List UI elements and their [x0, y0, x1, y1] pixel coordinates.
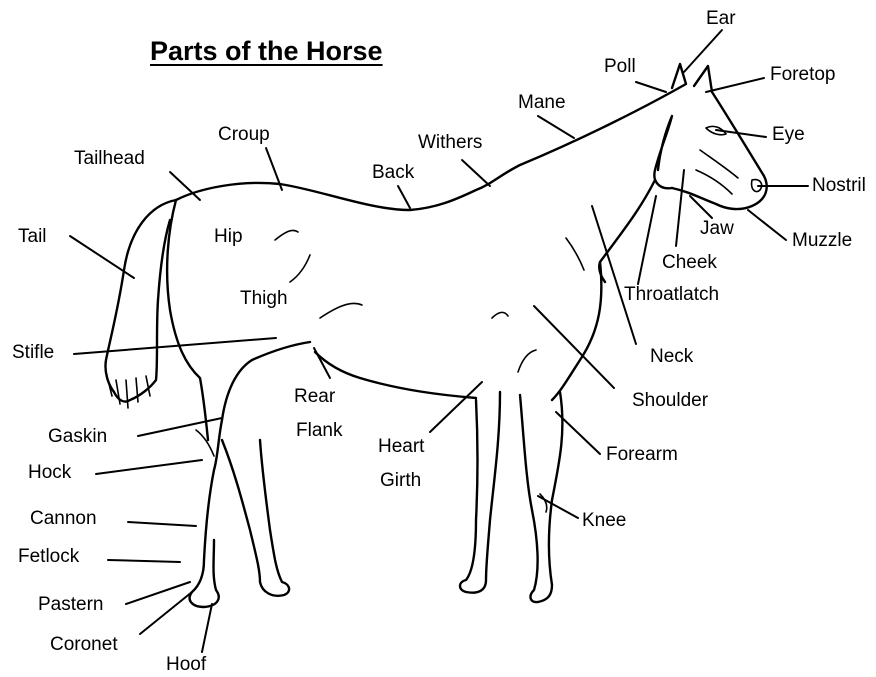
label-heart: Heart — [378, 436, 424, 458]
horse-detail-hip — [275, 230, 298, 240]
leader-shoulder — [534, 306, 614, 388]
leader-gaskin — [138, 418, 222, 436]
horse-throat — [599, 180, 655, 282]
leader-eye — [716, 130, 766, 137]
leader-coronet — [140, 592, 192, 634]
horse-hind-leg-near — [190, 342, 310, 607]
label-foretop: Foretop — [770, 64, 835, 86]
horse-front-leg-far — [460, 392, 500, 593]
label-flank: Flank — [296, 420, 342, 442]
horse-face — [672, 92, 767, 209]
leader-cheek — [676, 170, 684, 246]
label-withers: Withers — [418, 132, 482, 154]
label-cannon: Cannon — [30, 508, 97, 530]
horse-detail-forearm — [518, 350, 536, 372]
label-croup: Croup — [218, 124, 270, 146]
horse-far-ear — [694, 66, 712, 92]
label-coronet: Coronet — [50, 634, 118, 656]
label-pastern: Pastern — [38, 594, 103, 616]
label-poll: Poll — [604, 56, 636, 78]
leader-poll — [636, 82, 666, 92]
leader-withers — [462, 160, 490, 186]
label-gaskin: Gaskin — [48, 426, 107, 448]
horse-jaw — [654, 116, 672, 188]
label-throatlatch: Throatlatch — [624, 284, 719, 306]
horse-hind-leg-far — [222, 440, 289, 596]
leader-mane — [538, 116, 574, 138]
horse-hindquarter — [167, 200, 208, 440]
label-hock: Hock — [28, 462, 71, 484]
horse-detail-gaskin — [196, 430, 214, 456]
label-girth: Girth — [380, 470, 421, 492]
label-hoof: Hoof — [166, 654, 206, 676]
horse-detail-rib — [492, 312, 508, 318]
horse-belly — [315, 352, 476, 398]
label-rear: Rear — [294, 386, 335, 408]
label-nostril: Nostril — [812, 175, 866, 197]
label-stifle: Stifle — [12, 342, 54, 364]
leader-stifle — [74, 338, 276, 354]
label-tail: Tail — [18, 226, 47, 248]
leader-back — [398, 186, 410, 208]
horse-detail-neck — [566, 238, 584, 270]
leader-hoof — [202, 604, 212, 652]
horse-detail-face — [696, 150, 738, 194]
leader-lines — [70, 30, 808, 652]
label-neck: Neck — [650, 346, 693, 368]
label-jaw: Jaw — [700, 218, 734, 240]
label-ear: Ear — [706, 8, 736, 30]
leader-throatlatch — [638, 196, 656, 284]
label-back: Back — [372, 162, 414, 184]
label-hip: Hip — [214, 226, 243, 248]
leader-cannon — [128, 522, 196, 526]
leader-muzzle — [748, 210, 786, 240]
label-muzzle: Muzzle — [792, 230, 852, 252]
leader-fetlock — [108, 560, 180, 562]
horse-detail-flank — [320, 303, 362, 318]
label-knee: Knee — [582, 510, 626, 532]
leader-ear — [684, 30, 722, 72]
label-thigh: Thigh — [240, 288, 288, 310]
leader-knee — [538, 496, 578, 518]
label-shoulder: Shoulder — [632, 390, 708, 412]
label-cheek: Cheek — [662, 252, 717, 274]
leader-jaw — [690, 196, 712, 218]
label-mane: Mane — [518, 92, 566, 114]
horse-tail — [105, 200, 176, 402]
leader-foretop — [706, 78, 764, 92]
label-forearm: Forearm — [606, 444, 678, 466]
label-eye: Eye — [772, 124, 805, 146]
horse-detail-thigh — [290, 255, 310, 282]
leader-neck — [592, 206, 636, 344]
label-tailhead: Tailhead — [74, 148, 145, 170]
leader-heart-girth — [430, 382, 482, 432]
leader-tail — [70, 236, 134, 278]
label-fetlock: Fetlock — [18, 546, 79, 568]
leader-hock — [96, 460, 202, 474]
